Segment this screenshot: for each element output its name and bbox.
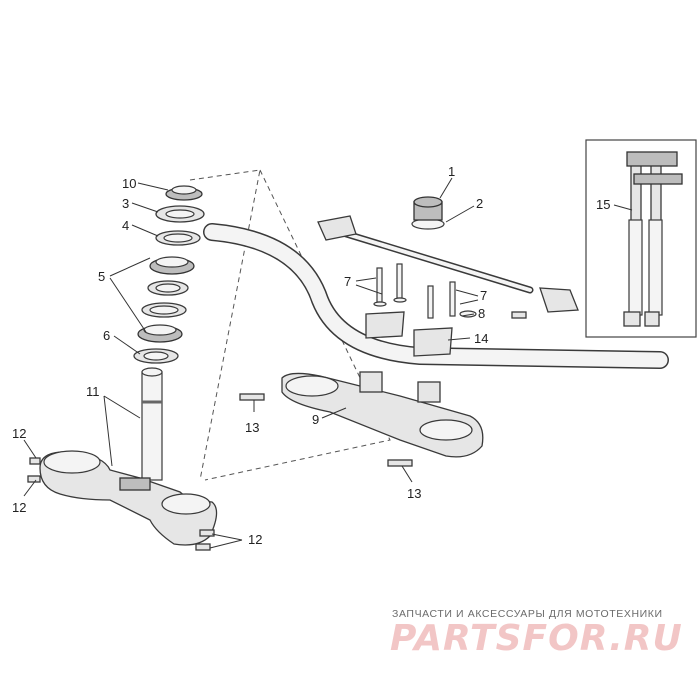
callout-7-right: 7 (480, 288, 487, 303)
callout-9: 9 (312, 412, 319, 427)
callout-3: 3 (122, 196, 129, 211)
assembly-guide-dashed (189, 169, 391, 481)
handlebar-illustration (203, 223, 669, 369)
callout-labels: 1 2 10 3 4 5 6 7 7 8 14 9 11 12 12 12 13… (12, 164, 610, 547)
callout-14: 14 (474, 331, 488, 346)
bearing-stack-illustration (133, 185, 205, 364)
handlebar-clamps-illustration (365, 263, 477, 357)
callout-13-upper: 13 (245, 420, 259, 435)
front-fork-illustration (623, 151, 683, 327)
callout-12-bottom: 12 (12, 500, 26, 515)
callout-6: 6 (103, 328, 110, 343)
callout-1: 1 (448, 164, 455, 179)
callout-15: 15 (596, 197, 610, 212)
callout-5: 5 (98, 269, 105, 284)
footer-logo: PARTSFOR.RU (390, 618, 683, 659)
callout-4: 4 (122, 218, 129, 233)
leader-lines (23, 177, 633, 549)
footer-tagline: ЗАПЧАСТИ И АКСЕССУАРЫ ДЛЯ МОТОТЕХНИКИ (392, 608, 663, 620)
steering-nut-cap-illustration (411, 196, 445, 230)
callout-2: 2 (476, 196, 483, 211)
crossbar-illustration (239, 215, 579, 467)
callout-13-lower: 13 (407, 486, 421, 501)
callout-12-right: 12 (248, 532, 262, 547)
callout-12-top: 12 (12, 426, 26, 441)
lower-triple-clamp-illustration (27, 367, 218, 551)
callout-11: 11 (86, 384, 100, 399)
fork-inset-box (585, 139, 697, 338)
callout-8: 8 (478, 306, 485, 321)
callout-10: 10 (122, 176, 136, 191)
upper-triple-clamp-illustration (281, 371, 484, 458)
callout-7-left: 7 (344, 274, 351, 289)
